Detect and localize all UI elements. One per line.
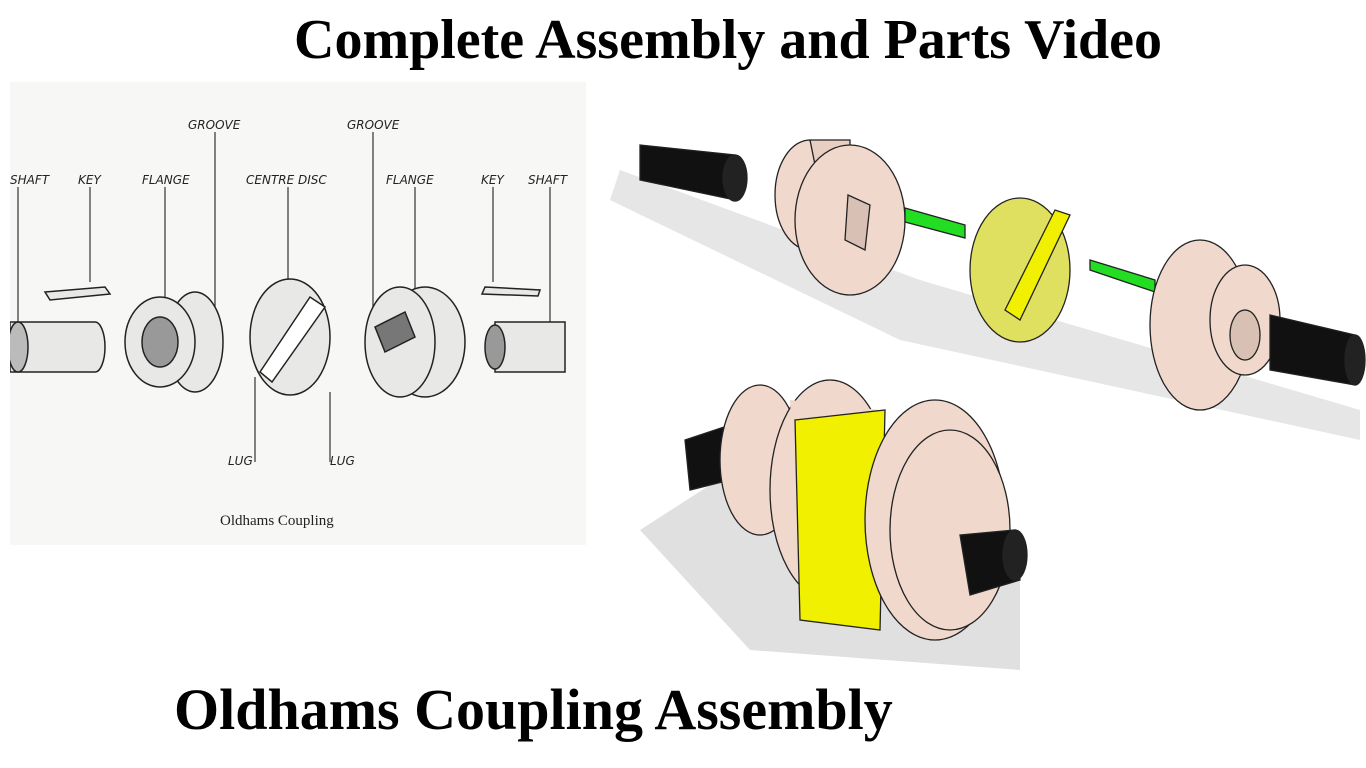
page-title: Complete Assembly and Parts Video [294, 9, 1162, 71]
exploded-view [610, 139, 1366, 440]
label-groove-right: GROOVE [347, 118, 400, 132]
label-flange-right: FLANGE [386, 173, 434, 187]
label-groove-left: GROOVE [188, 118, 241, 132]
sketch-caption: Oldhams Coupling [220, 513, 334, 529]
subtitle: Oldhams Coupling Assembly [174, 677, 893, 742]
oldhams-coupling-sketch: SHAFT KEY FLANGE GROOVE CENTRE DISC GROO… [7, 82, 586, 545]
label-lug-right: LUG [330, 454, 355, 468]
label-flange-left: FLANGE [142, 173, 190, 187]
label-shaft-left: SHAFT [10, 173, 51, 187]
label-lug-left: LUG [228, 454, 253, 468]
label-shaft-right: SHAFT [528, 173, 569, 187]
label-centre-disc: CENTRE DISC [246, 173, 327, 187]
coupling-3d-render [600, 110, 1366, 670]
label-key-left: KEY [78, 173, 102, 187]
assembled-view [640, 379, 1028, 670]
label-key-right: KEY [481, 173, 505, 187]
